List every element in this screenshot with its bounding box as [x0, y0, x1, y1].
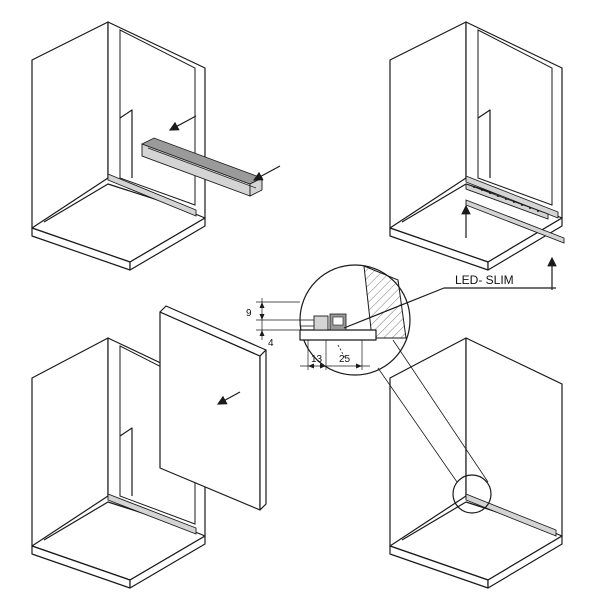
led-cover-strip [465, 199, 565, 244]
cabinet-1-inner-wall [119, 29, 196, 206]
dimension-9: 9 [246, 308, 252, 319]
shelf-board [299, 329, 377, 341]
cabinet-2-bottom-rail [465, 175, 559, 219]
step-2-cabinet [389, 21, 565, 290]
step-3-cabinet [31, 305, 267, 589]
cabinet-3-door [159, 305, 267, 511]
step-4-cabinet [377, 337, 563, 589]
step-1-cabinet [31, 21, 281, 271]
detail-callout-circle [452, 474, 492, 514]
profile-section [300, 313, 347, 331]
cabinet-1-bottom-rail [107, 173, 197, 217]
arrow-door [216, 391, 241, 405]
arrow-insert-2 [252, 165, 281, 181]
dimension-13: 13 [311, 354, 323, 365]
led-strip [465, 183, 549, 220]
led-slim-leader [343, 287, 556, 329]
dimension-4: 4 [268, 338, 274, 349]
arrow-insert-1 [168, 115, 197, 131]
cabinet-2-inner-wall [477, 29, 553, 206]
led-profile-1 [140, 137, 264, 197]
led-slim-label: LED- SLIM [455, 273, 514, 287]
dimension-25: 25 [339, 354, 351, 365]
cabinet-3-bottom-rail [107, 493, 197, 535]
wall-section-hatched [363, 265, 407, 339]
section-detail: 9 4 13 25 [246, 264, 411, 376]
